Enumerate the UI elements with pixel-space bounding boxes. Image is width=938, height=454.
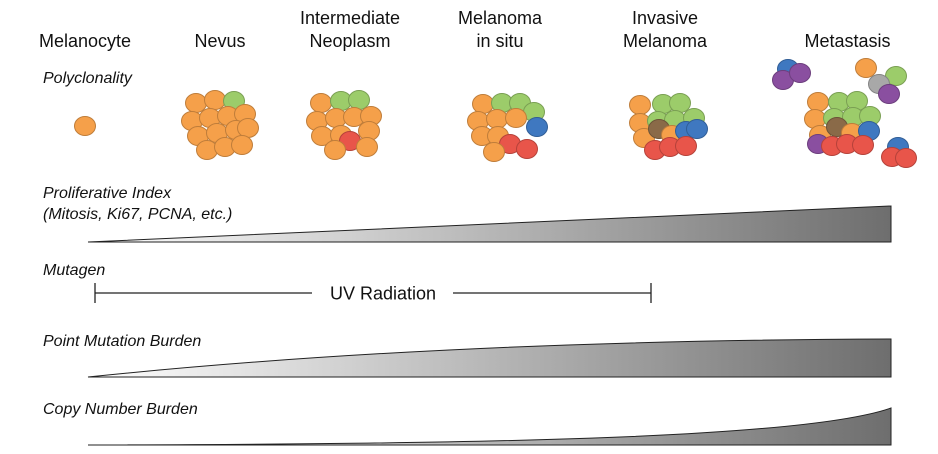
proliferative-index-wedge <box>87 205 892 243</box>
invasive-melanoma-cell <box>686 119 708 139</box>
stage-label-line1: Metastasis <box>804 31 891 51</box>
stage-intermediate-neoplasm: Intermediate Neoplasm <box>280 7 420 53</box>
nevus-cell <box>231 135 253 155</box>
uv-radiation-label: UV Radiation <box>330 284 436 304</box>
row-label-mutagen: Mutagen <box>43 262 106 279</box>
metastasis-cell <box>852 135 874 155</box>
melanoma-in-situ-cell <box>486 109 508 129</box>
row-label-point-mutation-burden: Point Mutation Burden <box>43 333 202 350</box>
intermediate-neoplasm-cell <box>348 90 370 110</box>
intermediate-neoplasm-cell <box>310 93 332 113</box>
stage-label-line2: Neoplasm <box>309 31 391 51</box>
stage-label-line1: Melanoma <box>457 8 543 28</box>
uv-radiation-range: UV Radiation <box>94 283 652 304</box>
melanoma-in-situ-cell <box>526 117 548 137</box>
row-label-copy-number-burden: Copy Number Burden <box>43 401 198 418</box>
stage-label-line2: in situ <box>476 31 524 51</box>
melanoma-in-situ-cell <box>505 108 527 128</box>
nevus-cell <box>237 118 259 138</box>
point-mutation-burden-wedge <box>87 338 892 378</box>
stage-metastasis: Metastasis <box>785 30 910 53</box>
copy-number-burden-wedge <box>87 407 892 446</box>
metastasis-cell <box>855 58 877 78</box>
melanoma-in-situ-cell <box>516 139 538 159</box>
intermediate-neoplasm-cell <box>356 137 378 157</box>
stage-label-line1: Nevus <box>194 31 246 51</box>
intermediate-neoplasm-cell <box>324 140 346 160</box>
invasive-melanoma-cell <box>675 136 697 156</box>
stage-invasive-melanoma: Invasive Melanoma <box>605 7 725 53</box>
metastasis-cell <box>789 63 811 83</box>
metastasis-cell <box>895 148 917 168</box>
stage-label-line1: Invasive <box>631 8 699 28</box>
cell-clusters <box>74 58 917 168</box>
nevus-cell <box>185 93 207 113</box>
row-label-proliferative-index: Proliferative Index (Mitosis, Ki67, PCNA… <box>43 185 233 223</box>
stage-nevus: Nevus <box>170 30 270 53</box>
stage-label-line1: Melanocyte <box>38 31 132 51</box>
invasive-melanoma-cell <box>629 95 651 115</box>
row-label-polyclonality: Polyclonality <box>43 70 132 87</box>
melanoma-in-situ-cell <box>483 142 505 162</box>
metastasis-cell <box>807 92 829 112</box>
invasive-melanoma-cell <box>669 93 691 113</box>
stage-label-line2: Melanoma <box>622 31 708 51</box>
nevus-cell <box>204 90 226 110</box>
nevus-cell <box>196 140 218 160</box>
stage-melanocyte: Melanocyte <box>20 30 150 53</box>
stage-melanoma-in-situ: Melanoma in situ <box>440 7 560 53</box>
metastasis-cell <box>878 84 900 104</box>
melanocyte-cell <box>74 116 96 136</box>
stage-label-line1: Intermediate <box>299 8 401 28</box>
melanoma-in-situ-cell <box>472 94 494 114</box>
